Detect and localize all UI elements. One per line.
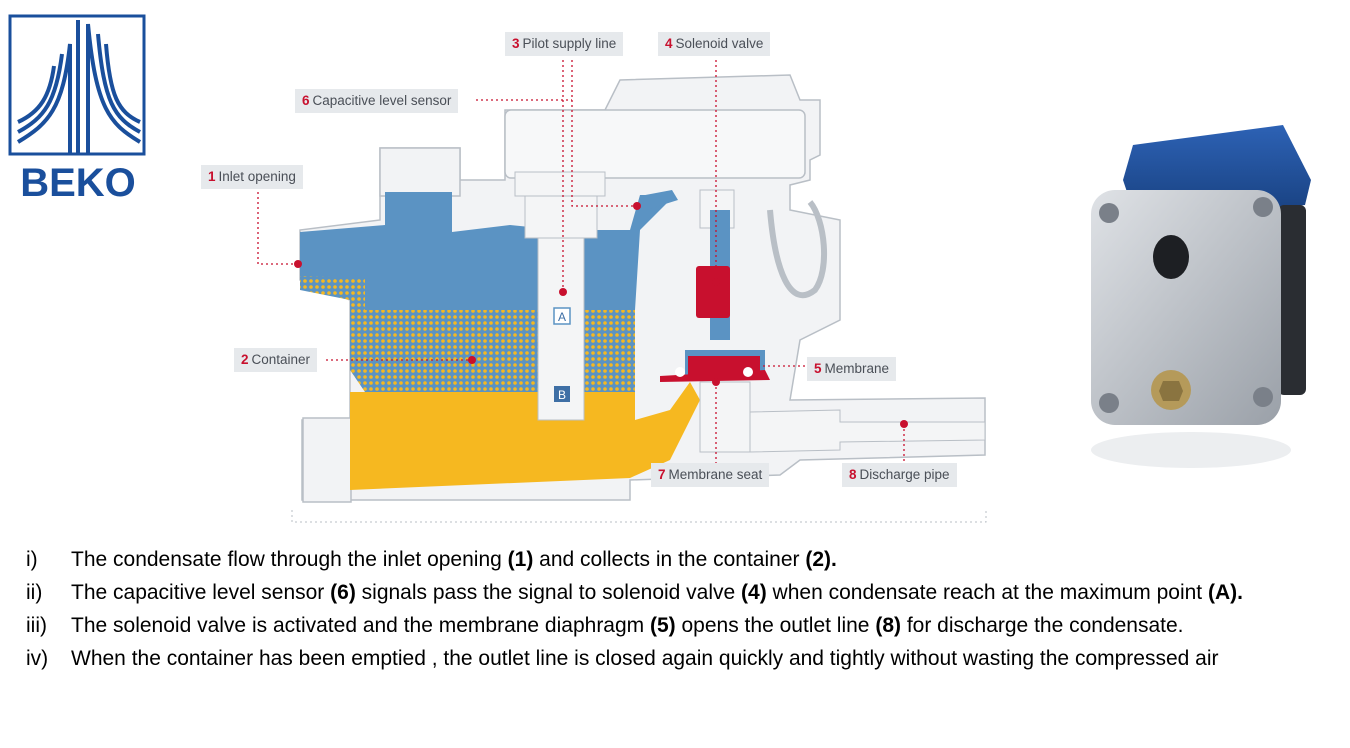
step-item: iv) When the container has been emptied … [26,645,1346,673]
beko-logo-icon: BEKO [8,14,146,205]
drain-cross-section: A B [257,60,987,523]
step-marker: iii) [26,614,47,637]
process-steps: i) The condensate flow through the inlet… [26,546,1346,678]
level-marker-b [554,386,570,402]
level-marker-b-label: B [558,388,566,402]
beko-logo: BEKO [8,14,150,205]
step-item: ii) The capacitive level sensor (6) sign… [26,579,1346,607]
step-marker: iv) [26,647,49,670]
step-item: iii) The solenoid valve is activated and… [26,612,1346,640]
leader-dots [294,202,908,428]
level-marker-a-label: A [558,310,566,324]
drain-valve-photo-icon [1091,125,1311,468]
logo-text: BEKO [20,161,136,200]
step-marker: i) [26,548,38,571]
drain-valve-photo [1083,125,1315,475]
step-item: i) The condensate flow through the inlet… [26,546,1346,574]
leader-lines [257,60,905,465]
step-marker: ii) [26,581,43,604]
level-marker-a [553,307,571,325]
condensate-region [350,382,700,490]
